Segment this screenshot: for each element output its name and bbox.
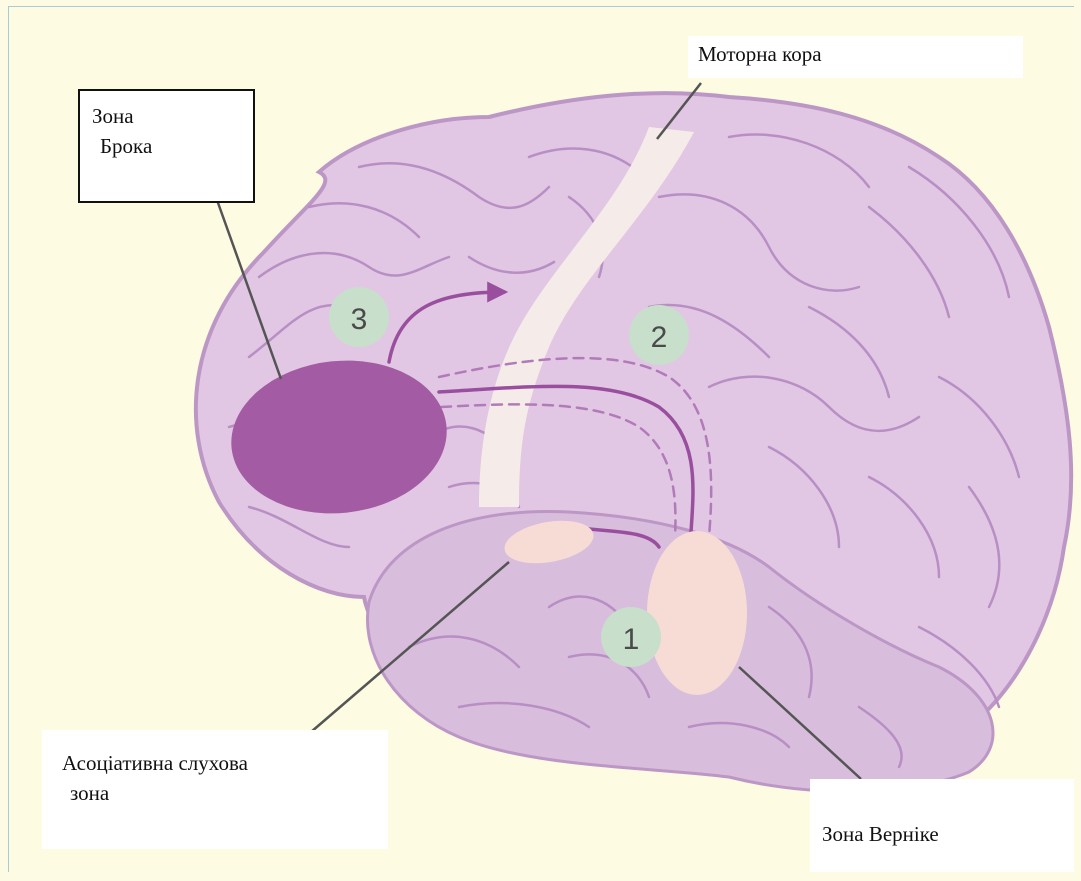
label-motor-cortex: Моторна кора xyxy=(688,36,1023,78)
label-motor-cortex-text: Моторна кора xyxy=(698,39,1013,69)
label-auditory-association: Асоціативна слухова зона xyxy=(42,730,388,849)
label-wernicke-text: Зона Вернiке xyxy=(822,819,1070,849)
wernicke-area xyxy=(647,531,747,695)
marker-3: 3 xyxy=(329,287,389,347)
diagram-frame: 1 2 3 Зона Брока Моторна кора Асоціативн… xyxy=(8,6,1074,872)
label-auditory-line-1: Асоціативна слухова xyxy=(62,748,368,778)
label-broca: Зона Брока xyxy=(78,89,255,203)
svg-text:3: 3 xyxy=(351,303,368,336)
marker-2: 2 xyxy=(629,305,689,365)
label-auditory-line-2: зона xyxy=(62,778,368,808)
label-wernicke: Зона Вернiке xyxy=(810,779,1074,872)
label-broca-line-2: Брока xyxy=(92,131,241,161)
marker-1: 1 xyxy=(601,607,661,667)
svg-text:1: 1 xyxy=(623,623,640,656)
label-broca-line-1: Зона xyxy=(92,101,241,131)
svg-text:2: 2 xyxy=(651,321,668,354)
